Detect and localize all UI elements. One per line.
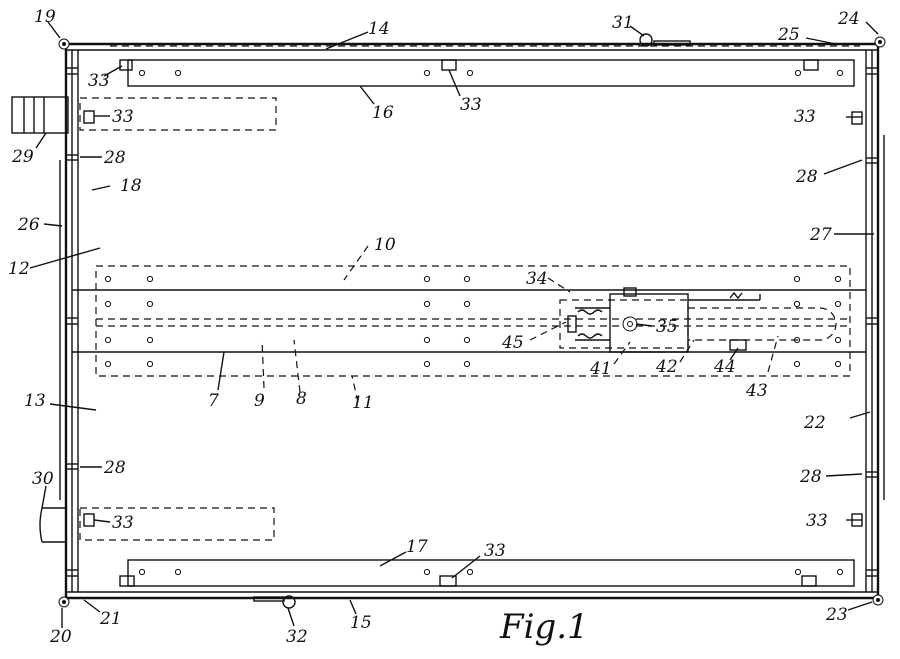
label-43: 43 bbox=[745, 381, 768, 401]
label-26: 26 bbox=[17, 215, 40, 235]
label-20: 20 bbox=[49, 627, 72, 647]
label-32: 32 bbox=[286, 627, 308, 647]
corner-hinge-20 bbox=[59, 597, 69, 607]
hinge-marks-28 bbox=[66, 68, 878, 576]
label-33: 33 bbox=[484, 541, 506, 561]
label-19: 19 bbox=[34, 7, 56, 27]
corner-hinge-23 bbox=[873, 595, 883, 605]
latch-mechanism bbox=[560, 288, 836, 352]
label-10: 10 bbox=[374, 235, 396, 255]
label-25: 25 bbox=[777, 25, 800, 45]
label-12: 12 bbox=[8, 259, 30, 279]
bracket-30 bbox=[40, 508, 274, 542]
label-33: 33 bbox=[112, 107, 134, 127]
label-30: 30 bbox=[32, 469, 54, 489]
outer-frame bbox=[60, 44, 884, 598]
rail-16 bbox=[120, 60, 854, 86]
label-22: 22 bbox=[803, 413, 826, 433]
label-15: 15 bbox=[350, 613, 372, 633]
label-33: 33 bbox=[88, 71, 110, 91]
label-33: 33 bbox=[112, 513, 134, 533]
label-16: 16 bbox=[372, 103, 394, 123]
rail-17 bbox=[120, 560, 854, 586]
label-17: 17 bbox=[406, 537, 428, 557]
label-28: 28 bbox=[799, 467, 822, 487]
label-45: 45 bbox=[501, 333, 524, 353]
label-14: 14 bbox=[368, 19, 390, 39]
slide-assembly bbox=[72, 266, 866, 376]
label-23: 23 bbox=[825, 605, 848, 625]
label-35: 35 bbox=[656, 317, 678, 337]
label-28: 28 bbox=[795, 167, 818, 187]
label-42: 42 bbox=[655, 357, 678, 377]
label-21: 21 bbox=[99, 609, 122, 629]
label-11: 11 bbox=[352, 393, 374, 413]
label-27: 27 bbox=[809, 225, 832, 245]
label-7: 7 bbox=[208, 391, 219, 411]
label-28: 28 bbox=[103, 148, 126, 168]
label-33: 33 bbox=[794, 107, 816, 127]
label-34: 34 bbox=[526, 269, 548, 289]
label-28: 28 bbox=[103, 458, 126, 478]
label-8: 8 bbox=[296, 389, 307, 409]
label-41: 41 bbox=[589, 359, 612, 379]
label-44: 44 bbox=[713, 357, 736, 377]
leader-lines bbox=[30, 22, 878, 628]
label-18: 18 bbox=[120, 176, 142, 196]
label-33: 33 bbox=[806, 511, 828, 531]
label-31: 31 bbox=[612, 13, 634, 33]
label-9: 9 bbox=[254, 391, 265, 411]
bracket-29 bbox=[12, 97, 276, 133]
label-29: 29 bbox=[11, 147, 34, 167]
corner-hinge-24 bbox=[875, 37, 885, 47]
corner-hinge-19 bbox=[59, 39, 69, 49]
label-24: 24 bbox=[837, 9, 860, 29]
clip-33-right-upper bbox=[852, 112, 862, 124]
label-33: 33 bbox=[460, 95, 482, 115]
figure-caption: Fig.1 bbox=[499, 607, 589, 647]
label-13: 13 bbox=[24, 391, 46, 411]
reference-labels: 19 14 31 25 24 33 16 33 33 33 29 28 18 2… bbox=[8, 7, 860, 647]
